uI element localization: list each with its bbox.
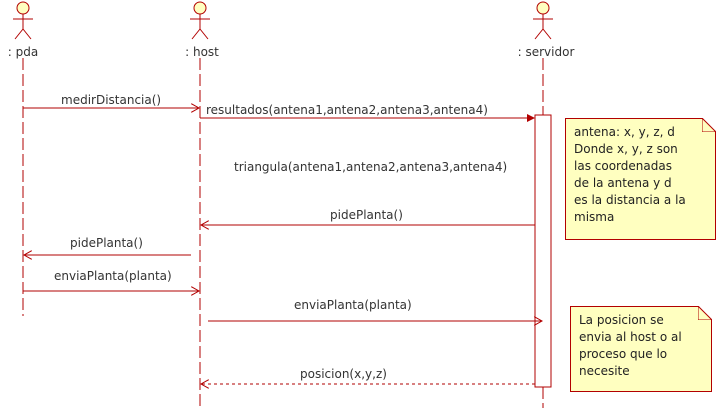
note-antena-line: misma <box>574 210 615 224</box>
message-label-enviaPlanta-servidor: enviaPlanta(planta) <box>294 298 412 312</box>
message-label-pidePlanta-pda: pidePlanta() <box>70 236 143 250</box>
activation-bar-servidor <box>534 114 552 388</box>
message-label-posicion: posicion(x,y,z) <box>300 367 387 381</box>
note-posicion: La posicion se envia al host o al proces… <box>570 306 712 392</box>
note-antena-line: Donde x, y, z son <box>574 142 678 156</box>
actor-name-servidor: : servidor <box>517 45 575 59</box>
note-posicion-line: proceso que lo <box>579 347 668 361</box>
message-label-triangula: triangula(antena1,antena2,antena3,antena… <box>234 160 508 174</box>
actor-host-icon <box>190 1 210 40</box>
note-posicion-line: La posicion se <box>579 313 664 327</box>
actor-servidor-icon <box>533 1 553 40</box>
note-antena-line: es la distancia a la <box>574 193 686 207</box>
message-label-pidePlanta-host: pidePlanta() <box>330 208 403 222</box>
message-label-enviaPlanta-host: enviaPlanta(planta) <box>54 269 172 283</box>
note-antena-line: las coordenadas <box>574 159 672 173</box>
note-posicion-line: envia al host o al <box>579 330 682 344</box>
note-antena-line: antena: x, y, z, d <box>574 125 675 139</box>
actor-name-pda: : pda <box>7 45 39 59</box>
actor-pda-icon <box>13 1 33 40</box>
note-fold-icon <box>698 306 712 320</box>
message-label-resultados: resultados(antena1,antena2,antena3,anten… <box>206 103 488 117</box>
actor-name-host: : host <box>185 45 219 59</box>
note-posicion-line: necesite <box>579 364 630 378</box>
note-fold-icon <box>702 118 716 132</box>
note-antena-line: de la antena y d <box>574 176 672 190</box>
message-label-medirDistancia: medirDistancia() <box>61 93 162 107</box>
note-antena: antena: x, y, z, d Donde x, y, z son las… <box>565 118 716 240</box>
